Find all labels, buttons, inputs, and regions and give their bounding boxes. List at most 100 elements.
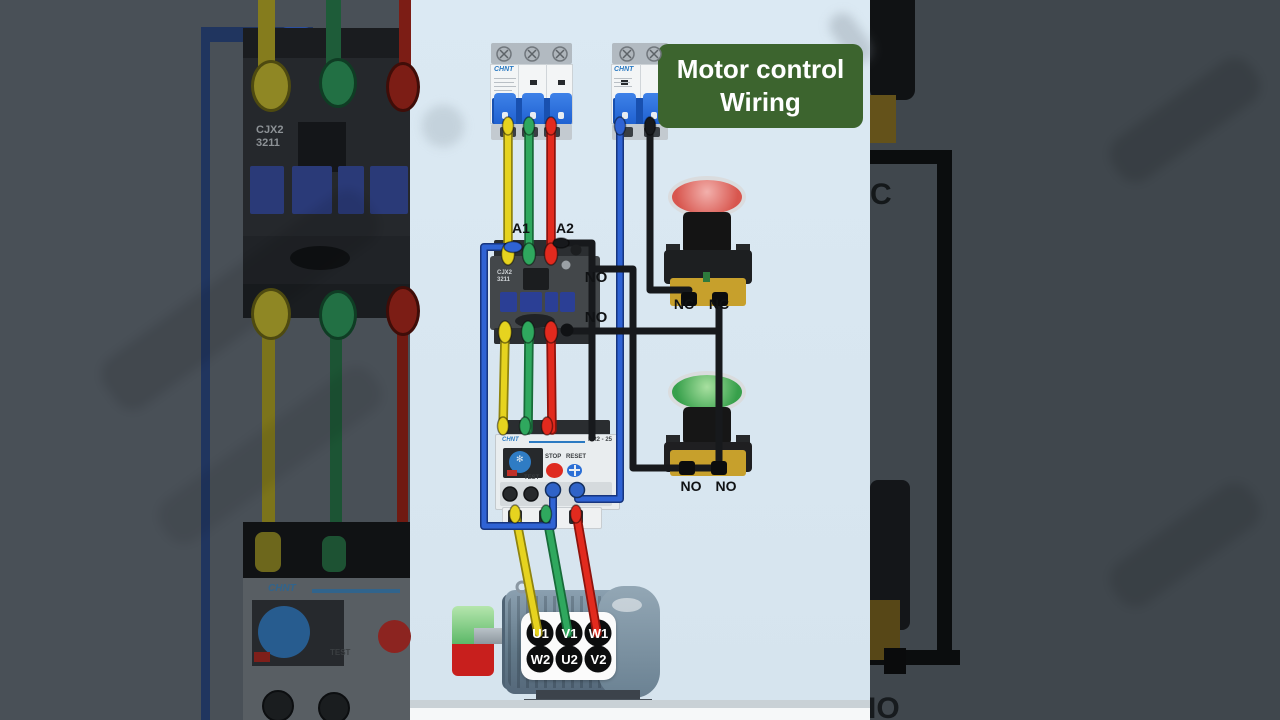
contactor-blue-pad-3 [545, 292, 558, 312]
left-blur-contactor-oval [290, 246, 350, 270]
breaker-3p-mark-2 [530, 80, 537, 85]
left-blur-sleeve-yellow [251, 60, 291, 112]
motor-label-w1: W1 [588, 626, 609, 641]
overload-stop-button [546, 463, 563, 478]
contactor-blue-pad-2 [520, 292, 542, 312]
label-a1: A1 [512, 220, 530, 236]
overload-brand-line [529, 441, 585, 443]
breaker-3p-handle-2 [522, 93, 544, 126]
overload-lower-slot-2 [539, 510, 553, 524]
start-button-neck [683, 407, 731, 445]
breaker-2p-divider [640, 64, 641, 124]
contactor-blue-pad-4 [560, 292, 575, 312]
breaker-2p-logo: CHNT [614, 66, 634, 73]
overload-red-mark [507, 470, 517, 476]
breaker-3p-slot-3 [544, 127, 560, 137]
motor-shaft-disc-red [452, 644, 494, 676]
contactor-window [523, 268, 549, 290]
left-blur-sleeve-green [319, 58, 357, 108]
title-line-1: Motor control [676, 54, 845, 84]
overload-reset-label: RESET [566, 454, 587, 460]
contactor-oval [515, 314, 555, 328]
left-blur-overload-yellow [255, 532, 281, 572]
left-blur-wire-red-stub [399, 0, 411, 70]
motor [440, 580, 680, 712]
stop-push-button [655, 170, 760, 310]
motor-label-v2: V2 [590, 652, 607, 667]
left-blur-overload-brandline [312, 589, 400, 593]
breaker-2p-handle-1 [615, 93, 636, 126]
breaker-2p-slot-1 [617, 127, 633, 137]
left-blur-blue-pad-4 [370, 166, 408, 214]
overload-brand: CHNT [502, 437, 519, 443]
overload-lower-slot-3 [569, 510, 583, 524]
right-blur-button-top [870, 0, 915, 100]
contactor-bottom-strip [494, 328, 594, 344]
breaker-3p-handle-3 [550, 93, 572, 126]
breaker-3p-handle-dot-2 [530, 112, 536, 119]
overload-lower-slot-1 [508, 510, 522, 524]
bottom-strip-white [410, 708, 870, 720]
left-blur-sleeve-yellow-b [251, 288, 291, 340]
breaker-3p-handle-1 [494, 93, 516, 126]
left-blur-blue-pad-2 [292, 166, 332, 214]
start-button-ear-right [736, 435, 750, 445]
left-blur-overload-test: TEST [330, 648, 351, 657]
stop-button-block-pin [703, 272, 710, 282]
motor-shaft [474, 628, 508, 644]
right-blur-wire-frame-v [937, 150, 952, 662]
left-blur-overload-screw1 [262, 690, 294, 720]
motor-terminal-plate [521, 612, 616, 680]
breaker-3p-mark-3 [558, 80, 565, 85]
left-blur-overload-stopbtn [378, 620, 411, 653]
motor-label-v1: V1 [561, 626, 578, 641]
label-nc-right: NC [708, 296, 730, 312]
contactor-blue-pad-1 [500, 292, 517, 312]
motor-label-w2: W2 [530, 652, 551, 667]
left-blur-contactor-window [298, 122, 346, 172]
right-blur-button-block [870, 95, 896, 143]
breaker-3p-handle-dot-3 [558, 112, 564, 119]
start-push-button [655, 365, 760, 495]
motor-label-u1: U1 [532, 626, 549, 641]
left-blur-sleeve-red [386, 62, 420, 112]
overload-model: NR2 - 25 [588, 437, 613, 443]
motor-cap-highlight [612, 598, 642, 612]
left-blur-blue-pad-1 [250, 166, 284, 214]
breaker-3p-top-terminals [491, 43, 572, 64]
overload-stop-label: STOP [545, 454, 562, 460]
breaker-2p-slot-2 [644, 127, 660, 137]
left-blur-overload-brand: CHNT [268, 583, 296, 594]
bottom-strip-shadow [410, 700, 870, 708]
left-blur-sleeve-green-b [319, 290, 357, 340]
left-blur-overload-green [322, 536, 346, 572]
right-blur-button-bottom-post [884, 648, 906, 674]
stop-button-ear-right [736, 244, 750, 254]
left-blur-wire-yellow-stub [258, 0, 275, 78]
breaker-3p-slot-1 [500, 127, 516, 137]
left-blur-wire-green-long [330, 332, 342, 530]
right-blur-wire-frame-htop [870, 150, 952, 164]
left-blur-wire-red-long [397, 330, 408, 530]
label-no-top: NO [584, 269, 608, 286]
left-blur-overload-redmark [254, 652, 270, 662]
right-blur-text-fragment-top: C [870, 178, 892, 211]
label-a2: A2 [556, 220, 574, 236]
overload-terminal-row [500, 482, 612, 506]
breaker-2p-handle-dot-1 [622, 112, 628, 119]
label-no-right: NO [715, 478, 737, 494]
label-no-bottom: NO [584, 309, 608, 326]
breaker-3p-handle-dot-1 [502, 112, 508, 119]
title-banner: Motor control Wiring [658, 44, 863, 128]
left-blur-wire-yellow-long [262, 330, 275, 530]
stop-button-neck [683, 212, 731, 254]
overload-test-label: TEST [524, 475, 540, 481]
breaker-2p-handle-dot-2 [651, 112, 657, 119]
overload-relay: CHNT NR2 - 25 ✻ STOP RESET TEST [495, 418, 620, 530]
breaker-3p: CHNT [490, 42, 573, 140]
overload-dial-mark: ✻ [516, 454, 524, 464]
